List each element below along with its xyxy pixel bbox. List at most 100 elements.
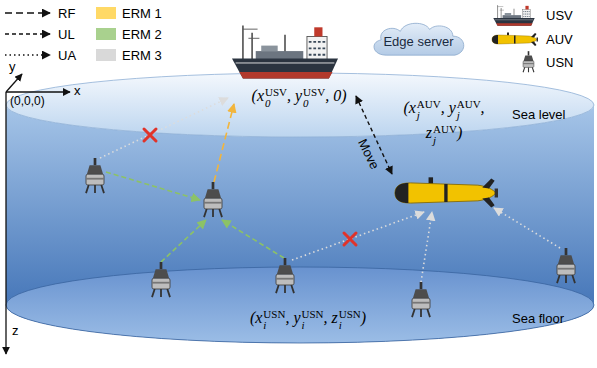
usn-icon — [523, 51, 534, 72]
legend-icon — [462, 50, 540, 74]
superscript: USN — [263, 309, 285, 320]
legend-entry: UL — [4, 25, 75, 43]
index-stack: USV0 — [303, 87, 325, 109]
coordinate-text: (x — [252, 87, 264, 104]
floor-label: Sea floor — [512, 312, 564, 327]
ul-link — [161, 220, 206, 262]
index-stack: AUVj — [433, 124, 457, 146]
x-axis — [6, 91, 70, 92]
sea-floor — [6, 267, 594, 343]
legend-label: ERM 1 — [122, 6, 162, 21]
edge-server-cloud: Edge server — [368, 20, 469, 58]
red-cross — [344, 233, 356, 245]
coordinate-text: (x — [403, 99, 415, 116]
subscript: 0 — [265, 98, 287, 109]
subscript: j — [433, 135, 457, 146]
legend-entry: UA — [4, 46, 76, 64]
legend-line — [5, 12, 50, 14]
subscript: 0 — [303, 98, 325, 109]
legend-label: RF — [58, 6, 75, 21]
usn-buoy — [412, 282, 430, 317]
index-stack: USNi — [263, 309, 285, 331]
usn-buoy — [152, 262, 170, 297]
blocked-marks — [144, 129, 356, 245]
ul-link — [106, 172, 200, 200]
index-stack: USNi — [339, 309, 361, 331]
legend-label: UL — [58, 27, 75, 42]
legend-icon — [462, 30, 540, 48]
superscript: USV — [303, 87, 325, 98]
legend-label: USV — [546, 8, 573, 23]
coordinate-line: (xUSNi, yUSNi, zUSNi) — [222, 306, 394, 331]
sea-level — [6, 73, 594, 137]
index-stack: USNi — [301, 309, 323, 331]
usn-buoy — [204, 182, 222, 217]
legend-line-sample — [4, 29, 52, 39]
superscript: USN — [301, 309, 323, 320]
ua-link-blocked — [292, 212, 424, 260]
legend-swatch — [96, 7, 116, 19]
ua-link — [494, 208, 560, 248]
subscript: i — [263, 320, 285, 331]
coordinate-text: , y — [441, 99, 456, 116]
legend-line-sample — [4, 50, 52, 60]
ua-link-blocked — [100, 98, 228, 158]
legend-label: UA — [58, 48, 76, 63]
usv-coordinate: (xUSV0, yUSV0, 0) — [238, 84, 360, 109]
node-text-wrap: Edge server — [368, 20, 469, 58]
legend-entry: RF — [4, 4, 75, 22]
auv-vehicle — [395, 177, 498, 207]
coordinate-text: (x — [250, 309, 262, 326]
coordinate-text: z — [426, 124, 432, 141]
usv-icon — [493, 5, 534, 26]
usn-buoy — [86, 158, 104, 193]
z-axis — [5, 92, 6, 354]
usn-buoy — [276, 258, 294, 293]
legend-entry: ERM 1 — [96, 4, 162, 22]
legend-label: ERM 3 — [122, 48, 162, 63]
sea-body — [6, 105, 594, 343]
cloud-outline — [374, 23, 464, 55]
subscript: j — [457, 110, 481, 121]
legend-entry: ERM 3 — [96, 46, 162, 64]
superscript: AUV — [433, 124, 457, 135]
legend-swatch — [96, 49, 116, 61]
legend-icon — [462, 2, 540, 28]
legend-entry: USV — [462, 2, 573, 28]
node-label: Edge server — [383, 30, 453, 49]
red-cross — [144, 129, 156, 141]
coordinate-text: , 0) — [325, 87, 346, 104]
subscript: i — [301, 320, 323, 331]
legend-line-sample — [4, 8, 52, 18]
surface-label: Sea level — [512, 108, 565, 123]
usv-ship — [232, 25, 338, 78]
legend-label: ERM 2 — [122, 27, 162, 42]
axis-label: y — [9, 60, 16, 75]
subscript: i — [339, 320, 361, 331]
axis-label: z — [12, 324, 19, 339]
y-axis — [6, 74, 22, 92]
coordinate-text: ) — [361, 309, 366, 326]
auv-icon — [492, 33, 538, 47]
coordinate-text: , y — [287, 87, 302, 104]
rf-link — [214, 104, 234, 182]
superscript: USV — [265, 87, 287, 98]
legend-entry: ERM 2 — [96, 25, 162, 43]
axes — [6, 74, 70, 354]
move-label: Move — [354, 137, 381, 172]
links — [100, 96, 560, 282]
legend-line — [5, 54, 50, 56]
origin-label: (0,0,0) — [10, 95, 45, 109]
legend-swatch — [96, 28, 116, 40]
index-stack: USV0 — [265, 87, 287, 109]
superscript: AUV — [417, 99, 441, 110]
subscript: j — [417, 110, 441, 121]
usn-coordinate: (xUSNi, yUSNi, zUSNi) — [222, 306, 394, 331]
superscript: AUV — [457, 99, 481, 110]
coordinate-line: (xUSV0, yUSV0, 0) — [238, 84, 360, 109]
coordinate-text: , y — [285, 309, 300, 326]
auv-coordinate: (xAUVj, yAUVj,zAUVj) — [374, 96, 514, 146]
legend-line — [5, 33, 50, 35]
superscript: USN — [339, 309, 361, 320]
